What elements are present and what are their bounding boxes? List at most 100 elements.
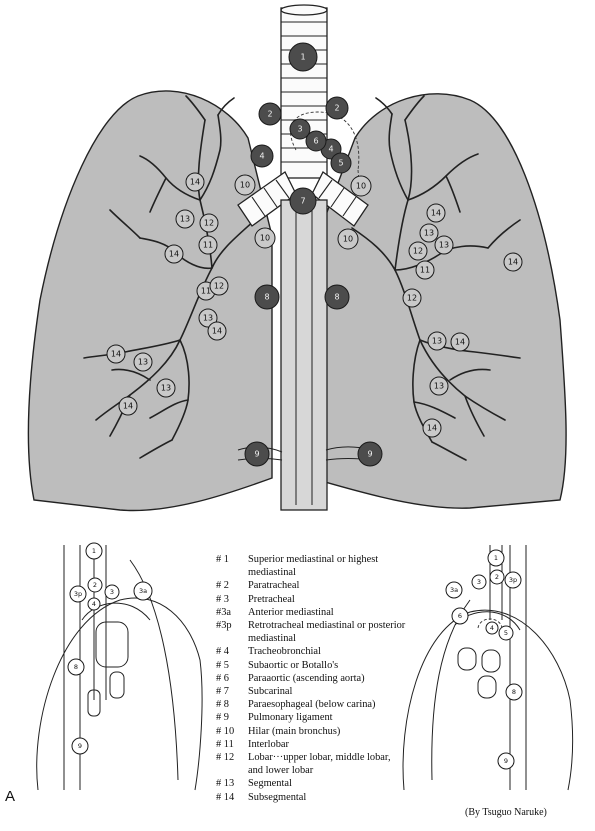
svg-text:8: 8	[74, 663, 78, 671]
legend-code: # 10	[216, 725, 235, 737]
svg-text:2: 2	[495, 573, 499, 581]
svg-text:14: 14	[169, 250, 179, 259]
lat-right-node-9: 9	[497, 752, 515, 770]
legend-code: #3a	[216, 606, 232, 618]
svg-text:3a: 3a	[450, 586, 458, 594]
svg-text:9: 9	[78, 742, 82, 750]
figure-credit: (By Tsuguo Naruke)	[465, 807, 547, 818]
node-11: 11	[415, 260, 435, 280]
lat-left-node-4: 4	[87, 597, 101, 611]
pulmonary-nodes: 10 10 10 10 14 13 12 11 14 11 12 13 14 1…	[106, 172, 523, 438]
svg-text:10: 10	[356, 182, 366, 191]
lat-right-node-4: 4	[485, 621, 499, 635]
legend-row: # 2 Paratracheal	[216, 579, 406, 592]
node-5: 5	[330, 152, 352, 174]
svg-text:5: 5	[504, 629, 508, 637]
svg-text:2: 2	[334, 104, 339, 113]
svg-text:12: 12	[204, 219, 214, 228]
node-10: 10	[350, 175, 372, 197]
lat-right-node-5: 5	[498, 625, 514, 641]
svg-text:9: 9	[367, 450, 372, 459]
airway	[237, 4, 373, 511]
svg-text:5: 5	[338, 159, 343, 168]
legend-desc: Tracheobronchial	[248, 646, 321, 658]
node-2-right: 2	[258, 102, 282, 126]
svg-text:14: 14	[455, 338, 465, 347]
lat-right-node-1: 1	[487, 549, 505, 567]
legend-code: # 11	[216, 738, 234, 750]
node-13: 13	[156, 378, 176, 398]
svg-text:8: 8	[264, 293, 269, 302]
legend-code: # 2	[216, 580, 229, 592]
node-12: 12	[408, 241, 428, 261]
legend-code: # 12	[216, 752, 235, 764]
node-12: 12	[199, 213, 219, 233]
svg-text:4: 4	[259, 152, 264, 161]
legend-code: # 5	[216, 659, 229, 671]
svg-text:11: 11	[201, 287, 211, 296]
legend-desc: Subcarinal	[248, 686, 293, 698]
svg-text:13: 13	[432, 337, 442, 346]
svg-text:3p: 3p	[74, 590, 82, 598]
legend-row: # 10 Hilar (main bronchus)	[216, 725, 406, 738]
svg-text:3: 3	[297, 125, 302, 134]
svg-text:6: 6	[313, 137, 318, 146]
node-8-left: 8	[324, 284, 350, 310]
svg-text:1: 1	[92, 547, 96, 555]
node-14: 14	[503, 252, 523, 272]
svg-text:1: 1	[494, 554, 498, 562]
svg-text:9: 9	[254, 450, 259, 459]
svg-text:8: 8	[334, 293, 339, 302]
svg-text:13: 13	[439, 241, 449, 250]
right-lung	[27, 90, 273, 512]
legend-code: # 3	[216, 593, 229, 605]
node-13: 13	[133, 352, 153, 372]
node-4-right: 4	[250, 144, 274, 168]
legend-code: # 9	[216, 712, 229, 724]
lat-left-node-1: 1	[85, 542, 103, 560]
legend-desc: Subsegmental	[248, 791, 307, 803]
node-2-left: 2	[325, 96, 349, 120]
lat-right-node-3: 3	[471, 574, 487, 590]
lat-right-node-6: 6	[451, 607, 469, 625]
mediastinal-nodes: 1 2 2 3 4 4 5 6 7 8 8 9 9	[244, 42, 383, 467]
svg-text:10: 10	[343, 235, 353, 244]
legend-desc: Retrotracheal mediastinal or posterior m…	[248, 620, 406, 645]
lat-left-node-3: 3	[104, 584, 120, 600]
legend-desc: Subaortic or Botallo's	[248, 659, 339, 671]
legend-desc: Anterior mediastinal	[248, 606, 334, 618]
lat-right-node-2: 2	[489, 569, 505, 585]
node-14: 14	[422, 418, 442, 438]
svg-text:3: 3	[110, 588, 114, 596]
svg-text:14: 14	[431, 209, 441, 218]
node-14: 14	[450, 332, 470, 352]
svg-text:13: 13	[161, 384, 171, 393]
node-10: 10	[254, 227, 276, 249]
legend-row: # 4 Tracheobronchial	[216, 645, 406, 658]
legend-code: # 1	[216, 554, 229, 565]
legend-desc: Paratracheal	[248, 580, 300, 592]
legend-desc: Pulmonary ligament	[248, 712, 333, 724]
legend-desc: Hilar (main bronchus)	[248, 725, 341, 737]
lat-left-node-2: 2	[87, 577, 103, 593]
legend-code: # 4	[216, 646, 229, 658]
svg-text:4: 4	[490, 624, 494, 632]
node-3: 3	[289, 118, 311, 140]
node-13: 13	[429, 376, 449, 396]
node-13: 13	[198, 308, 218, 328]
legend-row: # 9 Pulmonary ligament	[216, 711, 406, 724]
svg-text:3p: 3p	[509, 576, 517, 584]
legend-code: # 8	[216, 699, 229, 711]
node-10: 10	[337, 228, 359, 250]
node-13: 13	[434, 235, 454, 255]
lat-left-node-9: 9	[71, 737, 89, 755]
svg-text:3a: 3a	[139, 587, 147, 595]
svg-text:14: 14	[190, 178, 200, 187]
svg-text:12: 12	[413, 247, 423, 256]
svg-text:4: 4	[328, 145, 333, 154]
